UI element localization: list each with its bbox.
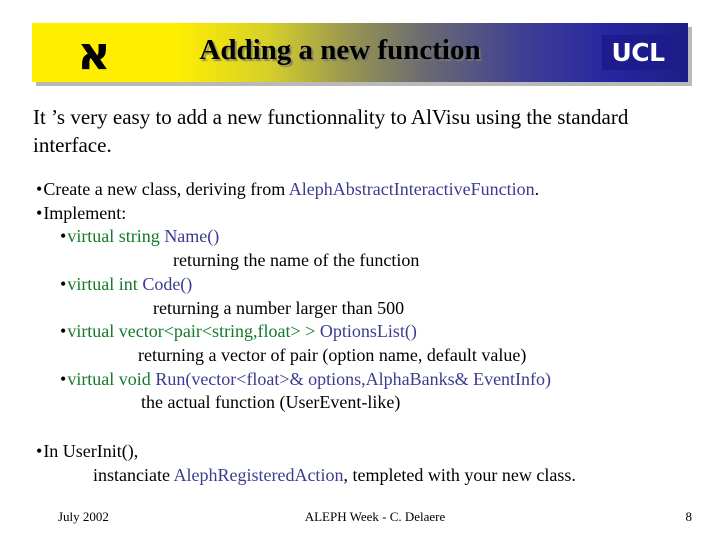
bullet-item: virtual void Run(vector<float>& options,… xyxy=(33,368,693,392)
bullet-item: virtual string Name() xyxy=(33,225,693,249)
bullet-segment: Implement: xyxy=(43,202,127,223)
tail-segment: AlephRegisteredAction xyxy=(173,464,344,485)
bullet-segment: virtual string xyxy=(67,226,165,247)
bullet-segment: virtual void xyxy=(67,368,156,389)
footer-event: ALEPH Week - C. Delaere xyxy=(304,509,446,524)
slide-header-banner: א Adding a new function UCL xyxy=(32,23,692,86)
tail-segment: In UserInit(), xyxy=(43,441,139,461)
bullet-segment: returning a vector of pair (option name,… xyxy=(138,344,527,365)
bullet-item: Implement: xyxy=(33,202,693,226)
footer-page-number: 8 xyxy=(685,509,693,524)
bullet-list: Create a new class, deriving from AlephA… xyxy=(33,178,693,415)
bullet-item: returning a number larger than 500 xyxy=(33,297,693,321)
bullet-segment: returning the name of the function xyxy=(173,250,420,271)
banner-gradient: א Adding a new function UCL xyxy=(32,23,688,82)
bullet-segment: Name() xyxy=(164,226,220,247)
bullet-segment: virtual vector<pair<string,float> > xyxy=(67,321,320,342)
bullet-item: the actual function (UserEvent-like) xyxy=(33,391,693,415)
ucl-logo: UCL xyxy=(602,35,674,70)
bullet-segment: OptionsList() xyxy=(319,321,417,342)
bullet-segment: Run(vector<float>& options,AlphaBanks& E… xyxy=(155,368,552,389)
aleph-logo-icon: א xyxy=(77,26,111,80)
bullet-item: virtual int Code() xyxy=(33,273,693,297)
tail-item: In UserInit(), xyxy=(33,440,693,464)
footer-date: July 2002 xyxy=(58,509,109,524)
bullet-item: returning the name of the function xyxy=(33,249,693,273)
tail-list: In UserInit(), instanciate AlephRegistere… xyxy=(33,440,693,487)
bullet-item: Create a new class, deriving from AlephA… xyxy=(33,178,693,202)
bullet-item: returning a vector of pair (option name,… xyxy=(33,344,693,368)
bullet-segment: virtual int xyxy=(67,273,143,294)
slide-footer: July 2002 ALEPH Week - C. Delaere 8 xyxy=(58,509,692,525)
tail-segment: , templeted with your new class. xyxy=(343,464,576,485)
bullet-item: virtual vector<pair<string,float> > Opti… xyxy=(33,320,693,344)
bullet-segment: Code() xyxy=(142,273,193,294)
intro-paragraph: It ’s very easy to add a new functionnal… xyxy=(33,105,629,157)
page-title: Adding a new function xyxy=(199,34,481,66)
bullet-segment: returning a number larger than 500 xyxy=(153,297,405,318)
tail-item: instanciate AlephRegisteredAction, templ… xyxy=(33,464,693,488)
tail-segment: instanciate xyxy=(93,464,174,485)
bullet-segment: Create a new class, deriving from xyxy=(43,179,289,199)
bullet-segment: . xyxy=(534,179,540,199)
bullet-segment: AlephAbstractInteractiveFunction xyxy=(288,179,535,199)
bullet-segment: the actual function (UserEvent-like) xyxy=(141,392,401,413)
